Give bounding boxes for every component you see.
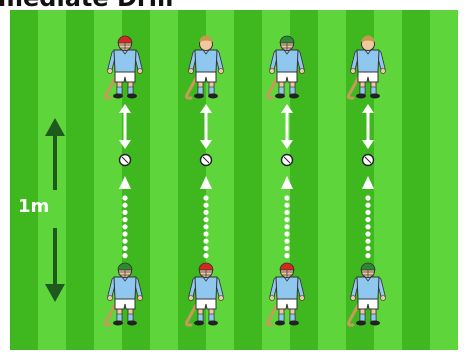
pass-path-1 bbox=[119, 176, 131, 258]
player-top-2 bbox=[187, 36, 224, 99]
ball-marker-1 bbox=[120, 155, 131, 166]
distance-label: 1m bbox=[18, 196, 49, 217]
player-bottom-4 bbox=[349, 263, 386, 326]
double-arrow-4 bbox=[362, 104, 374, 149]
player-top-3 bbox=[268, 36, 305, 99]
double-arrow-1 bbox=[119, 104, 131, 149]
player-top-1 bbox=[106, 36, 143, 99]
ball-marker-2 bbox=[201, 155, 212, 166]
double-arrow-2 bbox=[200, 104, 212, 149]
ball-marker-4 bbox=[363, 155, 374, 166]
pass-path-4 bbox=[362, 176, 374, 258]
player-bottom-3 bbox=[268, 263, 305, 326]
player-bottom-2 bbox=[187, 263, 224, 326]
pass-path-3 bbox=[281, 176, 293, 258]
pass-path-2 bbox=[200, 176, 212, 258]
double-arrow-3 bbox=[281, 104, 293, 149]
player-bottom-1 bbox=[106, 263, 143, 326]
ball-marker-3 bbox=[282, 155, 293, 166]
player-top-4 bbox=[349, 36, 386, 99]
